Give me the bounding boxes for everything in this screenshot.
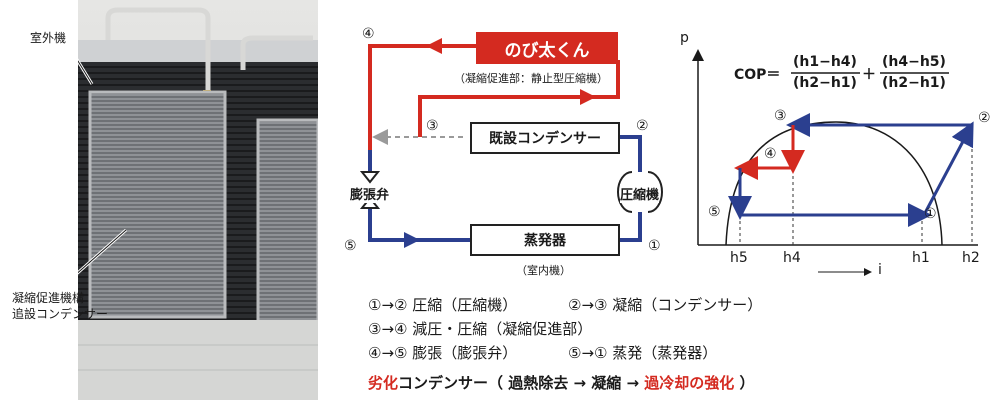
compressor-label: 圧縮機 [620,184,660,203]
step-1-2: ①→② 圧縮（圧縮機） [368,296,518,314]
ph-y-axis-label: p [680,30,689,46]
ph-tick-h5: h5 [730,250,748,266]
ph-point-2: ② [978,110,991,126]
ph-tick-h4: h4 [783,250,801,266]
footer-close: ） [734,374,755,392]
label-addon-line2: 追設コンデンサー [12,307,109,321]
evaporator-box: 蒸発器 [470,224,620,256]
footer-summary: 劣化コンデンサー（ 過熱除去 → 凝縮 → 過冷却の強化 ） [368,372,755,393]
ph-point-4: ④ [764,146,777,162]
label-addon-line1: 凝縮促進機構 [12,291,85,305]
nobitakun-box: のび太くん [476,32,618,64]
step-4-5: ④→⑤ 膨張（膨張弁） [368,344,518,362]
footer-subcooling: 過冷却の強化 [644,374,735,392]
step-5-1: ⑤→① 蒸発（蒸発器） [568,344,718,362]
evaporator-caption: （室内機） [516,264,571,277]
circuit-point-5: ⑤ [344,238,357,254]
ph-tick-h1: h1 [912,250,930,266]
circuit-point-3: ③ [426,118,439,134]
cop-frac2-num: (h4−h5) [882,54,946,70]
refrigeration-cycle-diagram: のび太くん （凝縮促進部：静止型圧縮機） 既設コンデンサー 蒸発器 （室内機） … [338,0,1000,400]
ph-point-1: ① [924,206,937,222]
ph-point-5: ⑤ [708,204,721,220]
outdoor-unit-photo [63,0,320,400]
cycle-lines [359,38,978,276]
expansion-valve-label: 膨張弁 [350,184,390,203]
step-2-3: ②→③ 凝縮（コンデンサー） [568,296,763,314]
ph-point-3: ③ [774,108,787,124]
footer-degraded: 劣化 [368,374,399,392]
step-3-4: ③→④ 減圧・圧縮（凝縮促進部） [368,320,593,338]
existing-condenser-box: 既設コンデンサー [470,122,620,154]
footer-condenser-process: コンデンサー（ 過熱除去 → 凝縮 → [398,374,645,392]
cop-plus: ＋ [862,67,876,83]
label-outdoor-unit: 室外機 [30,31,67,45]
circuit-point-1: ① [648,238,661,254]
nobitakun-caption: （凝縮促進部：静止型圧縮機） [454,72,608,85]
cop-frac1-den: (h2−h1) [793,75,857,91]
circuit-point-4: ④ [362,26,375,42]
outdoor-unit-illustration [63,0,320,400]
cop-label: COP＝ [734,67,781,83]
circuit-point-2: ② [636,118,649,134]
ph-tick-h2: h2 [962,250,980,266]
cop-frac2-den: (h2−h1) [882,75,946,91]
cop-frac1-num: (h1−h4) [793,54,857,70]
ph-x-axis-label: i [878,262,882,278]
